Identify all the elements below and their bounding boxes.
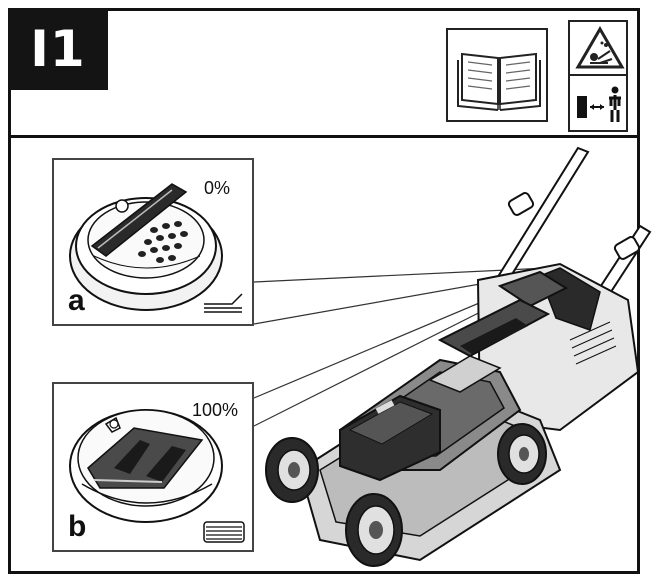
- percent-label-b: 100%: [192, 400, 239, 420]
- low-grass-icon: [204, 293, 243, 313]
- mulch-plug-closed-icon: [69, 183, 223, 311]
- mower-wheels: [265, 423, 547, 567]
- warning-divider: [570, 74, 626, 76]
- keep-distance-icon: [577, 86, 621, 122]
- read-manual-icon: [446, 28, 548, 122]
- detail-letter-a: a: [68, 284, 85, 317]
- header-band: [8, 8, 640, 138]
- step-label: I1: [30, 20, 86, 78]
- detail-b-panel: 100% b: [52, 382, 254, 552]
- full-grass-icon: [203, 521, 245, 543]
- mulch-plug-open-icon: [69, 409, 223, 523]
- thrown-objects-warning-icon: [575, 26, 625, 69]
- book-icon: [457, 52, 541, 111]
- detail-letter-b: b: [68, 510, 87, 543]
- step-badge: I1: [8, 8, 108, 90]
- detail-a-panel: 0% a: [52, 158, 254, 326]
- warning-panel: [568, 20, 628, 132]
- outer-frame: [8, 8, 640, 574]
- percent-label-a: 0%: [204, 178, 231, 198]
